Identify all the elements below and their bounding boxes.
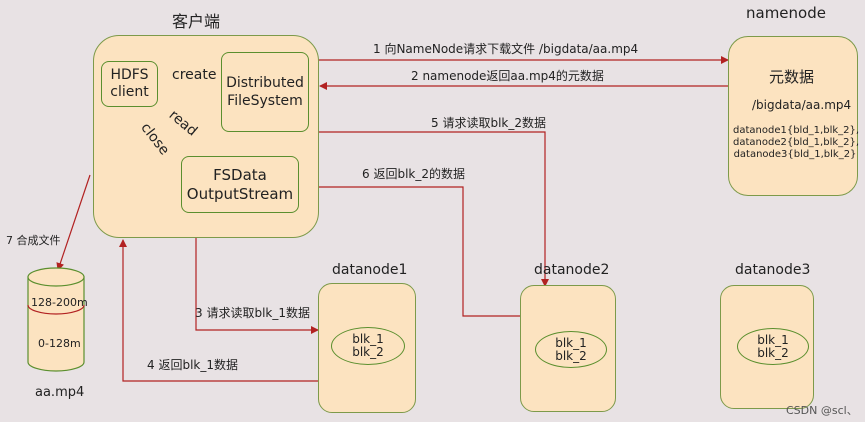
datanode1-blocks: blk_1 blk_2 [331,327,405,365]
distributed-filesystem-box: Distributed FileSystem [221,52,309,132]
file-segment-top: 128-200m [31,296,88,309]
datanode2-title: datanode2 [534,262,610,278]
step3-label: 3 请求读取blk_1数据 [195,306,310,320]
step7-label: 7 合成文件 [6,234,61,247]
step6-label: 6 返回blk_2的数据 [362,167,465,181]
arrow-step5 [318,131,549,287]
file-segment-bottom: 0-128m [38,337,81,350]
step2-label: 2 namenode返回aa.mp4的元数据 [411,69,604,83]
datanode3-blocks: blk_1 blk_2 [737,328,809,365]
step1-label: 1 向NameNode请求下载文件 /bigdata/aa.mp4 [373,42,639,56]
fsdata-outputstream-box: FSData OutputStream [181,156,299,213]
arrow-step3 [195,237,319,334]
datanode2-blocks: blk_1 blk_2 [535,331,607,368]
arrow-step7 [56,174,91,271]
datanode1-title: datanode1 [332,262,408,278]
step5-label: 5 请求读取blk_2数据 [431,116,546,130]
metadata-entries: datanode1{bld_1,blk_2}, datanode2{bld_1,… [733,125,860,160]
metadata-path: /bigdata/aa.mp4 [752,98,852,112]
arrow-step4 [119,239,318,382]
hdfs-client-box: HDFS client [101,61,158,107]
step4-label: 4 返回blk_1数据 [147,358,238,372]
arrow-step6 [301,183,520,317]
client-title: 客户端 [172,12,221,31]
file-name: aa.mp4 [35,385,85,400]
datanode3-title: datanode3 [735,262,811,278]
metadata-title: 元数据 [769,68,815,86]
namenode-box [728,36,858,196]
create-label: create [172,67,217,83]
namenode-title: namenode [746,4,826,22]
watermark: CSDN @scl、 [786,404,858,417]
